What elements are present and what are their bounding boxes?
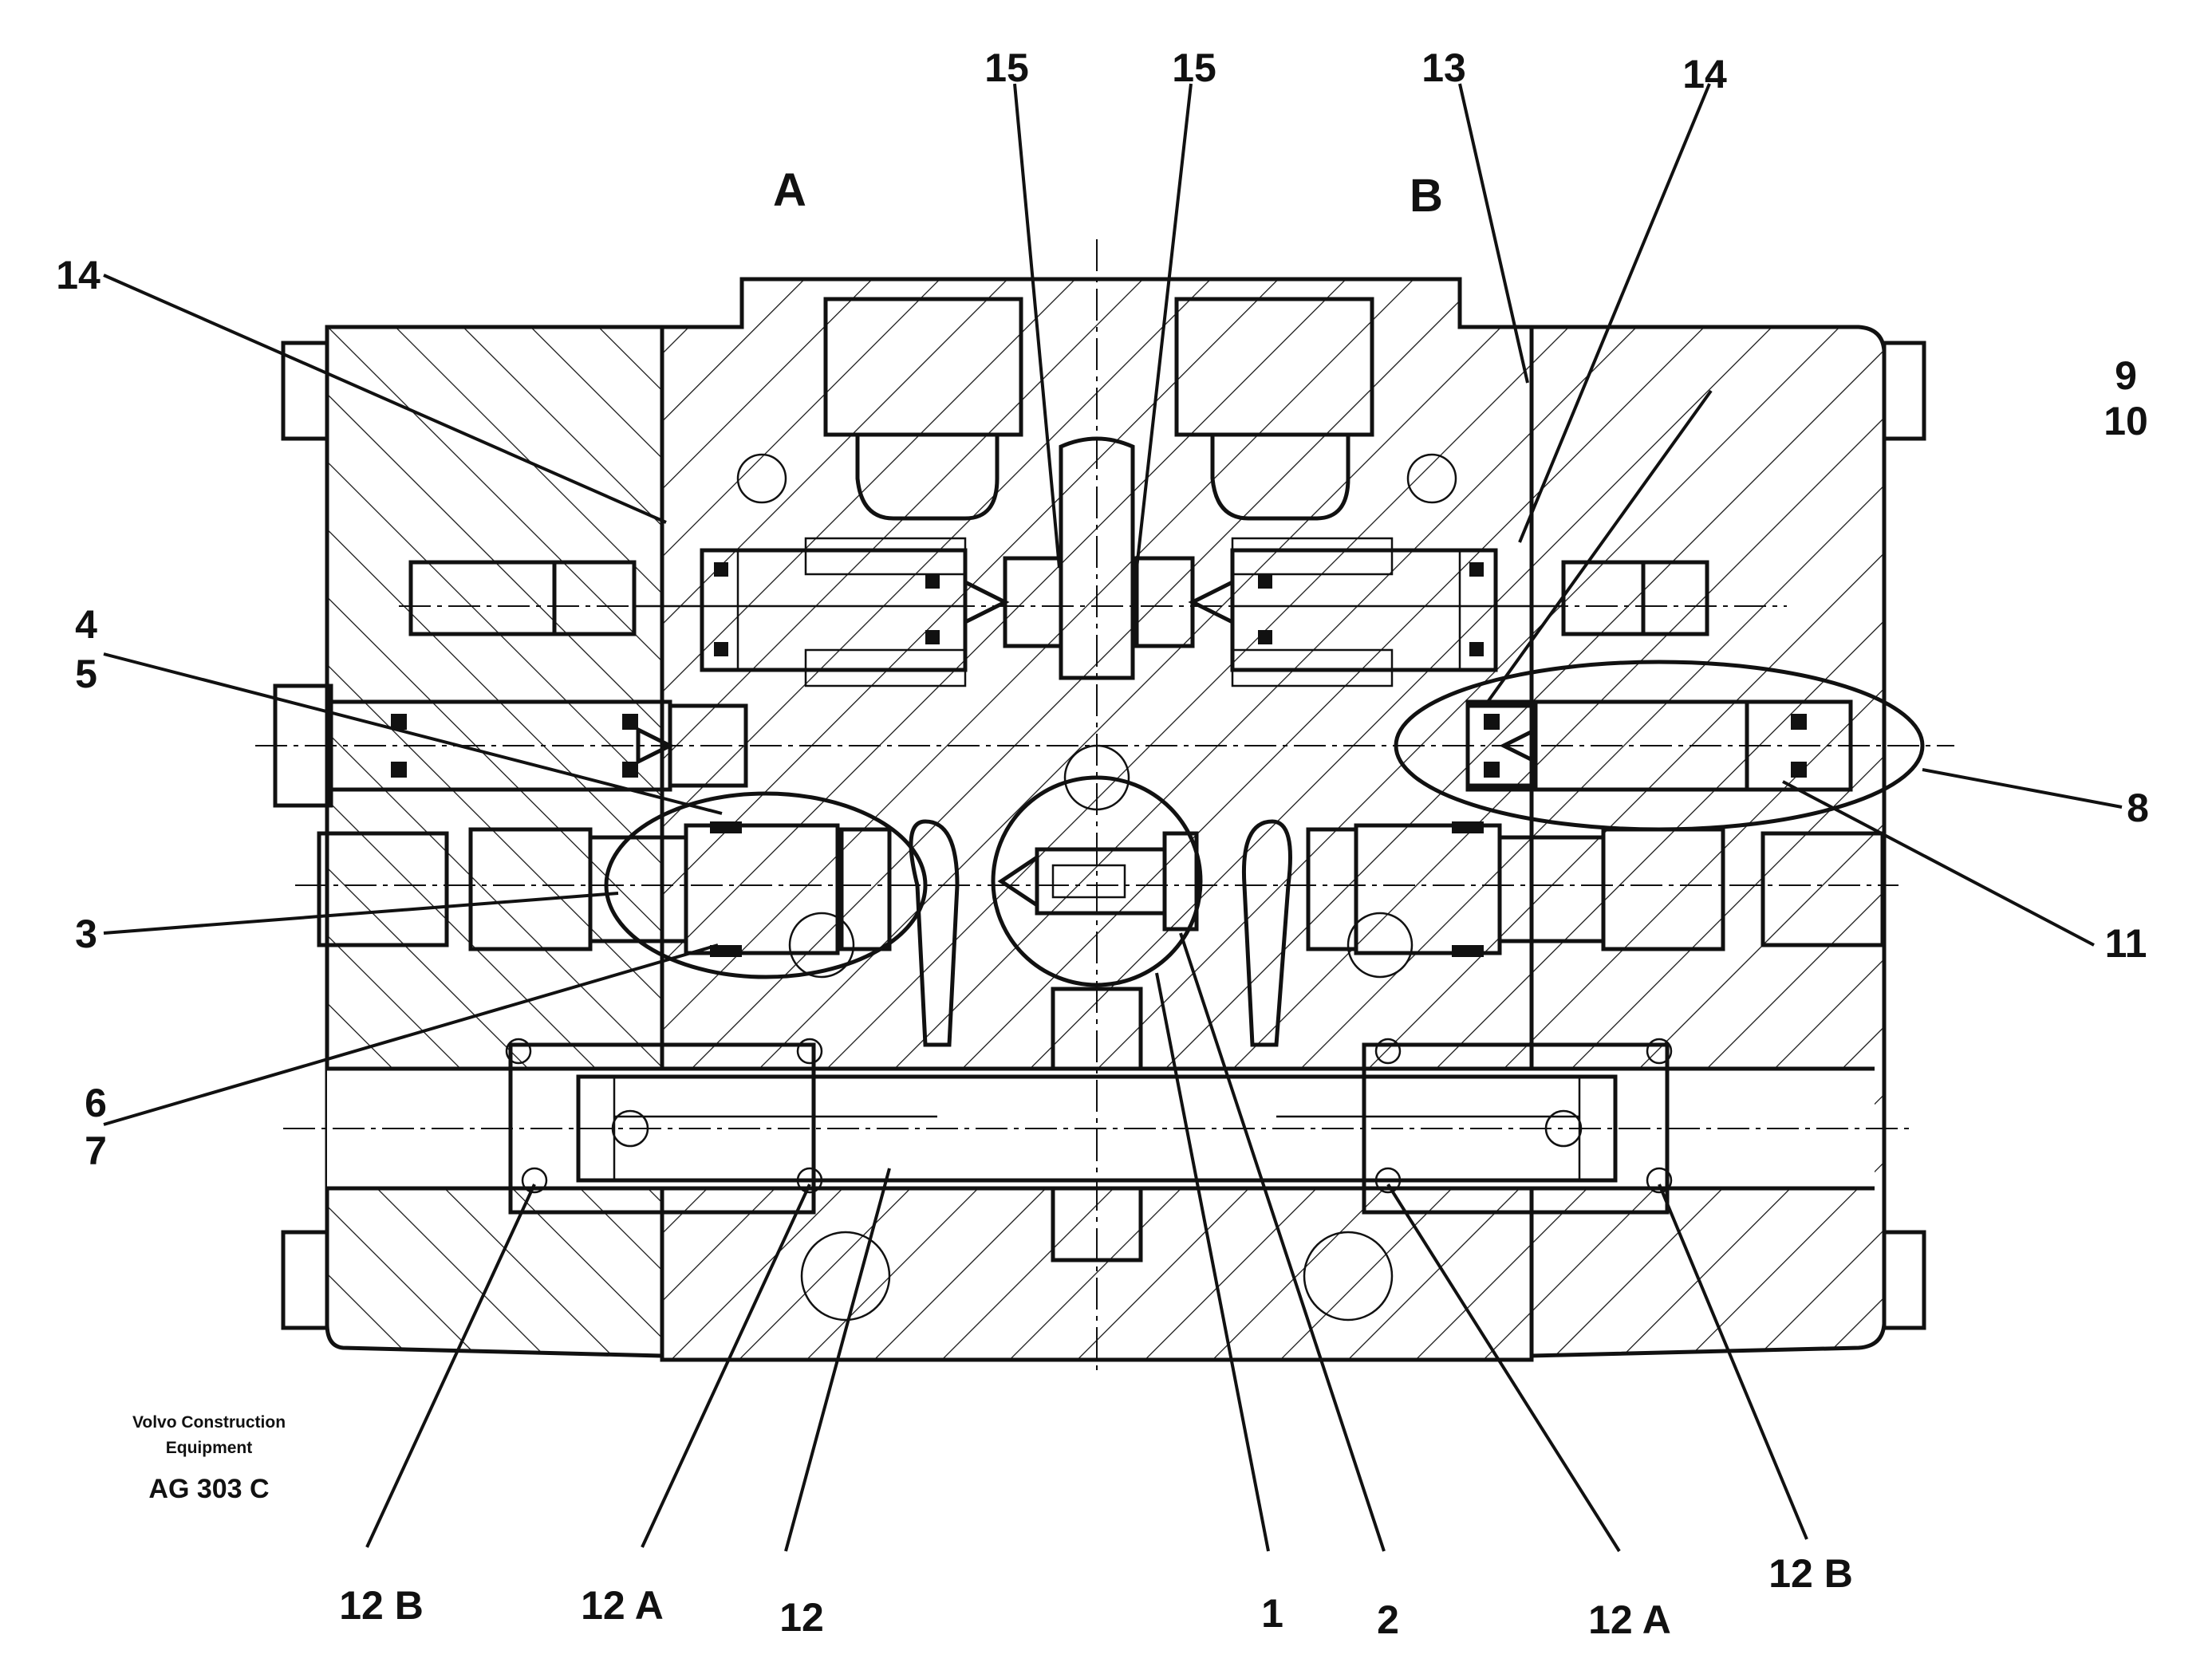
drawing-code: AG 303 C: [148, 1474, 269, 1504]
ring-12a-right: [1374, 1167, 1402, 1194]
ring-12a-right-top: [1374, 1038, 1402, 1065]
callout-9: 9: [2115, 353, 2137, 398]
callout-15-right: 15: [1172, 45, 1216, 90]
callout-labels: 15 15 13 14 14 9 10 4 5 8 3 11 6 7 12 B …: [56, 45, 2149, 1642]
callout-3: 3: [75, 912, 97, 956]
callout-14-left: 14: [56, 253, 101, 297]
callout-8: 8: [2127, 786, 2149, 830]
ports: [736, 453, 1457, 1322]
housing-left-block: [325, 325, 664, 1358]
ring-12b-left-top: [505, 1038, 532, 1065]
callout-12a-left: 12 A: [581, 1583, 664, 1628]
upper-spool-left: [408, 537, 1063, 687]
callout-12b-right: 12 B: [1768, 1551, 1853, 1596]
left-tab-top: [281, 341, 329, 441]
ring-12a-left: [796, 1167, 823, 1194]
leader-lines: [103, 83, 2123, 1553]
ring-12b-right: [1646, 1167, 1673, 1194]
callout-10: 10: [2104, 399, 2148, 443]
right-tab-bottom: [1882, 1230, 1926, 1330]
credit-block: Volvo Construction Equipment AG 303 C: [132, 1413, 286, 1504]
callout-12b-left: 12 B: [339, 1583, 424, 1628]
callout-2: 2: [1377, 1597, 1399, 1642]
center-pilot-valve: [909, 775, 1292, 1047]
callout-14-right: 14: [1682, 52, 1727, 97]
ring-12b-left: [521, 1167, 548, 1194]
credit-line-1: Volvo Construction: [132, 1413, 286, 1432]
section-label-b: B: [1410, 170, 1443, 222]
right-tab-top: [1882, 341, 1926, 441]
callout-13: 13: [1421, 45, 1466, 90]
left-tab-bottom: [281, 1230, 329, 1330]
credit-line-2: Equipment: [166, 1439, 253, 1457]
callout-1: 1: [1261, 1591, 1283, 1636]
callout-5: 5: [75, 652, 97, 696]
callout-12: 12: [779, 1595, 824, 1640]
callout-12a-right: 12 A: [1588, 1597, 1671, 1642]
callout-4: 4: [75, 602, 97, 647]
section-label-a: A: [773, 164, 806, 216]
ring-12b-right-top: [1646, 1038, 1673, 1065]
callout-11: 11: [2105, 921, 2147, 966]
housing-right-block: [1529, 325, 1887, 1358]
callout-7: 7: [85, 1129, 107, 1173]
ring-12a-left-top: [796, 1038, 823, 1065]
callout-15-left: 15: [984, 45, 1029, 90]
callout-6: 6: [85, 1081, 107, 1125]
top-caps: [823, 297, 1374, 680]
